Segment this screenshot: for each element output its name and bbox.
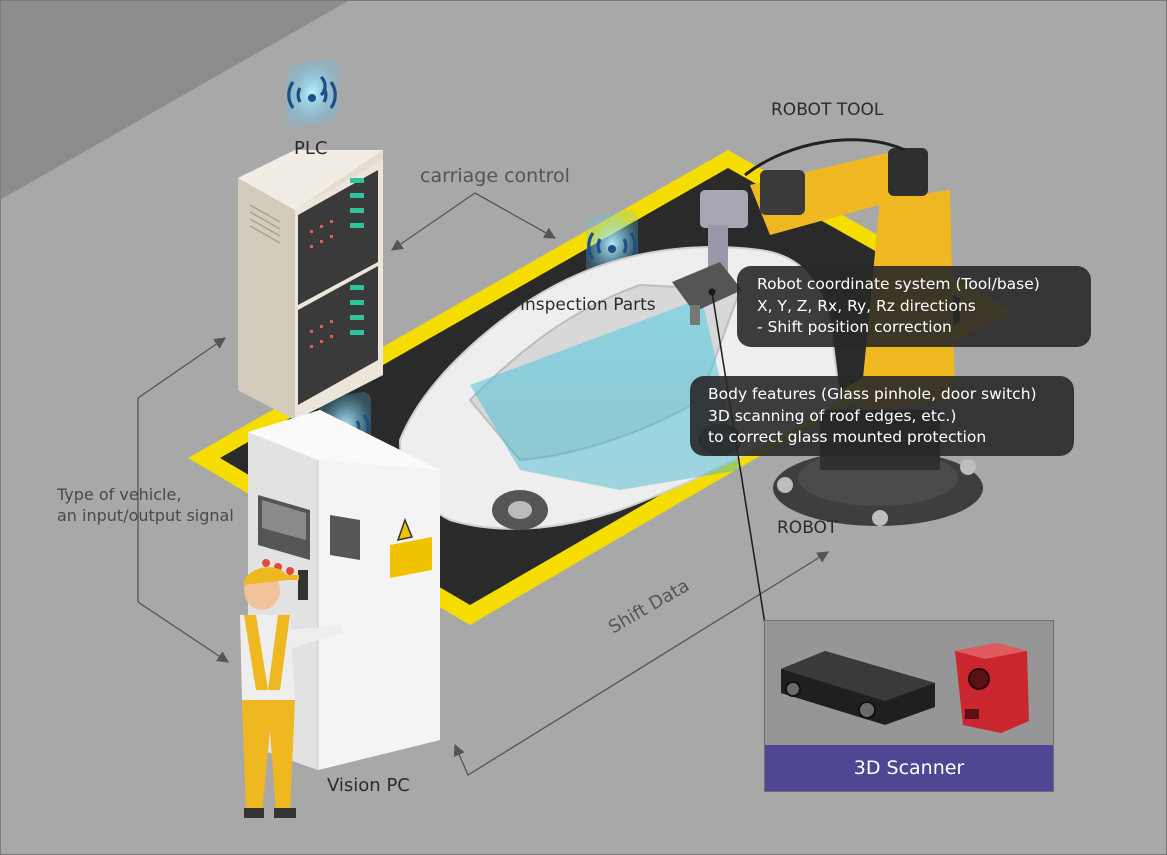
robot-coord-line3: - Shift position correction (757, 318, 952, 336)
warning-icon (396, 517, 414, 542)
scanner-panel: 3D Scanner (764, 620, 1054, 792)
body-features-line1: Body features (Glass pinhole, door switc… (708, 385, 1037, 403)
vision-pc-cabinet (248, 410, 440, 770)
plc-cabinet (238, 150, 383, 420)
scanner-caption: 3D Scanner (765, 745, 1053, 791)
robot-coord-line1: Robot coordinate system (Tool/base) (757, 275, 1040, 293)
arrow-icon (474, 192, 557, 239)
robot-coordinate-bubble: Robot coordinate system (Tool/base) X, Y… (737, 266, 1091, 347)
body-features-bubble: Body features (Glass pinhole, door switc… (690, 376, 1074, 456)
body-features-line3: to correct glass mounted protection (708, 428, 987, 446)
wifi-icon (286, 59, 338, 127)
robot-coord-line2: X, Y, Z, Rx, Ry, Rz directions (757, 296, 976, 315)
arrow-icon (391, 192, 476, 251)
carriage-control-label: carriage control (420, 165, 570, 187)
scanner-devices (781, 643, 1029, 733)
vehicle-signal-label: Type of vehicle, an input/output signal (57, 484, 234, 526)
scan-beam (470, 298, 740, 490)
arrow-icon (137, 337, 229, 663)
scanner-red-icon (955, 643, 1029, 733)
arrow-icon (453, 551, 829, 776)
body-features-line2: 3D scanning of roof edges, etc.) (708, 406, 957, 425)
plc-label: PLC (294, 138, 328, 159)
scanner-black-icon (781, 651, 935, 725)
vision-pc-label: Vision PC (327, 775, 410, 796)
worker-figure (240, 567, 345, 818)
vehicle-signal-line2: an input/output signal (57, 506, 234, 525)
vehicle-signal-line1: Type of vehicle, (57, 485, 182, 504)
inspection-parts-label: Inspection Parts (520, 295, 656, 315)
callout-line (711, 291, 766, 625)
robot-tool-label: ROBOT TOOL (771, 100, 884, 120)
robot-label: ROBOT (777, 518, 838, 538)
